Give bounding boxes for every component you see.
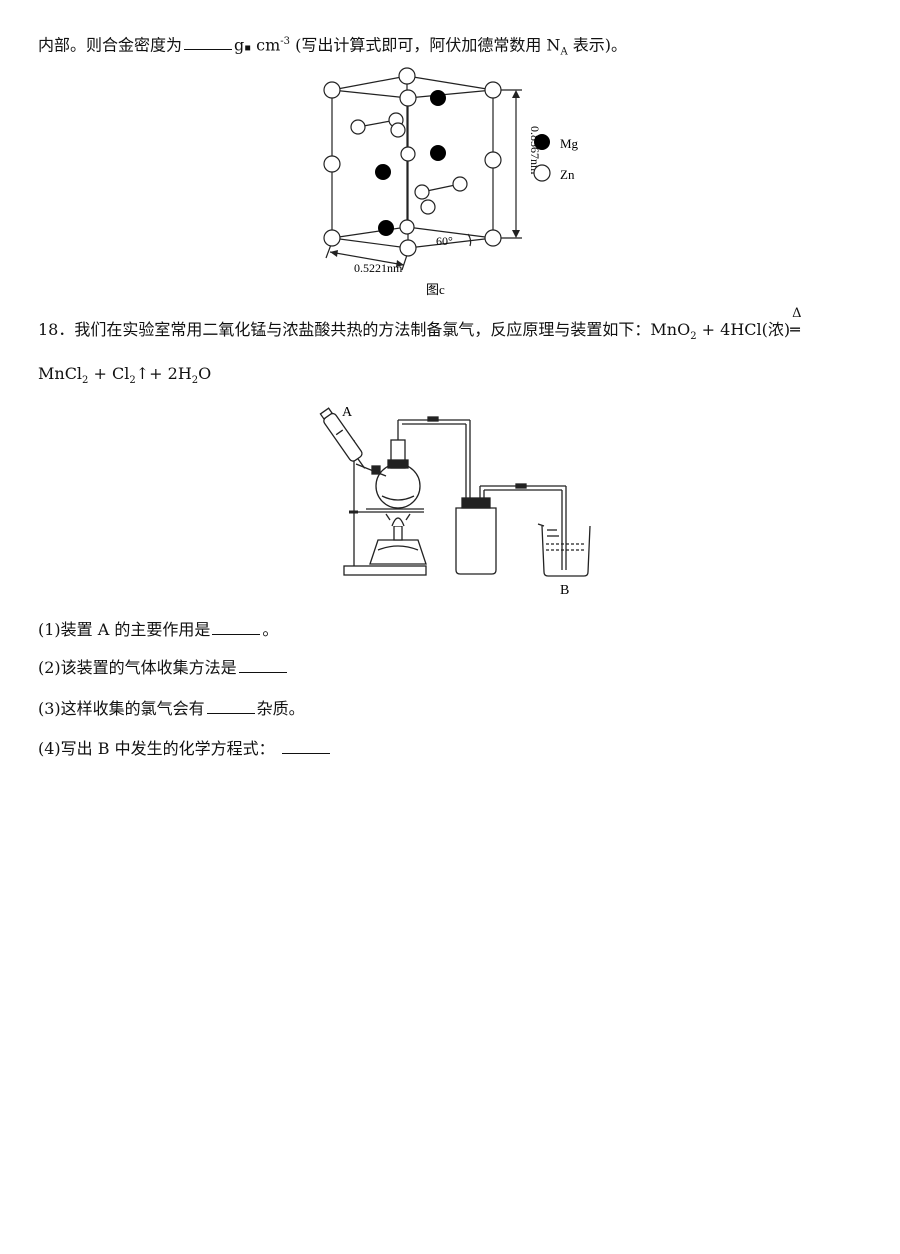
figure-caption: 图c [426, 282, 445, 297]
product-cl: + Cl [88, 364, 130, 383]
sub-question-1-text: (1)装置 A 的主要作用是 [38, 620, 211, 639]
sub-question-3: (3)这样收集的氯气会有 杂质。 [38, 697, 305, 721]
answer-blank-density[interactable] [184, 35, 233, 51]
legend-mg-swatch [534, 134, 550, 150]
density-question-line: 内部。则合金密度为 g▪ cm-3 (写出计算式即可，阿伏加德常数用 NA 表示)… [38, 30, 627, 65]
answer-blank-2[interactable] [238, 658, 287, 673]
product-o: O [198, 364, 212, 383]
unit-exponent: -3 [280, 36, 291, 47]
sub-question-3-end: 杂质。 [256, 699, 305, 718]
legend-zn-swatch [533, 164, 551, 182]
note-subscript: A [560, 46, 568, 58]
sub-question-1-end: 。 [262, 620, 279, 639]
sub-question-4: (4)写出 B 中发生的化学方程式： [38, 737, 332, 761]
product-h: ↑+ 2H [135, 364, 192, 383]
answer-blank-3[interactable] [206, 699, 255, 714]
dimension-arrowheads [330, 90, 520, 267]
q18-number: 18． [38, 320, 75, 339]
unit-dot: ▪ [244, 42, 252, 54]
unit-cm: cm [251, 35, 281, 55]
note-prefix: (写出计算式即可，阿伏加德常数用 N [290, 35, 561, 55]
product-sub2: 2 [129, 375, 136, 387]
chlorine-apparatus-figure: A B [319, 405, 591, 598]
angle-label: 60° [436, 234, 453, 248]
q18-text2: + 4HCl(浓) [696, 320, 791, 339]
equal-sign: ═ [790, 320, 800, 339]
sub-question-3-text: (3)这样收集的氯气会有 [38, 699, 205, 718]
legend-mg-label: Mg [560, 136, 579, 151]
q18-statement: 18．我们在实验室常用二氧化锰与浓盐酸共热的方法制备氯气，反应原理与装置如下：M… [38, 306, 802, 349]
note-suffix: 表示)。 [567, 35, 628, 55]
sub-question-2-text: (2)该装置的气体收集方法是 [38, 658, 237, 677]
product-mncl: MnCl [38, 364, 83, 383]
answer-blank-4[interactable] [281, 739, 330, 754]
reaction-condition: Δ═ [790, 306, 801, 342]
zn-atoms [323, 67, 502, 257]
sub-question-2: (2)该装置的气体收集方法是 [38, 656, 289, 680]
q18-text: 我们在实验室常用二氧化锰与浓盐酸共热的方法制备氯气，反应原理与装置如下：MnO [74, 320, 691, 339]
q18-sub1: 2 [690, 331, 697, 343]
apparatus-label-b: B [560, 583, 569, 598]
product-sub3: 2 [191, 375, 199, 387]
q18-equation-products: MnCl2 + Cl2↑+ 2H2O [38, 362, 211, 393]
unit-g: g [234, 35, 245, 55]
product-sub1: 2 [82, 375, 89, 387]
sub-question-4-text: (4)写出 B 中发生的化学方程式： [38, 739, 280, 758]
sub-question-1: (1)装置 A 的主要作用是 。 [38, 618, 278, 642]
heat-symbol: Δ [792, 306, 802, 321]
apparatus-label-a: A [342, 405, 353, 420]
crystal-cell-figure: 0.8567nm 0.5221nm 60° Mg Zn 图c [323, 67, 579, 297]
legend-zn-label: Zn [560, 167, 575, 182]
width-label: 0.5221nm [354, 261, 403, 275]
answer-blank-1[interactable] [212, 620, 261, 635]
density-prefix: 内部。则合金密度为 [38, 35, 183, 55]
mg-atoms [375, 90, 446, 236]
